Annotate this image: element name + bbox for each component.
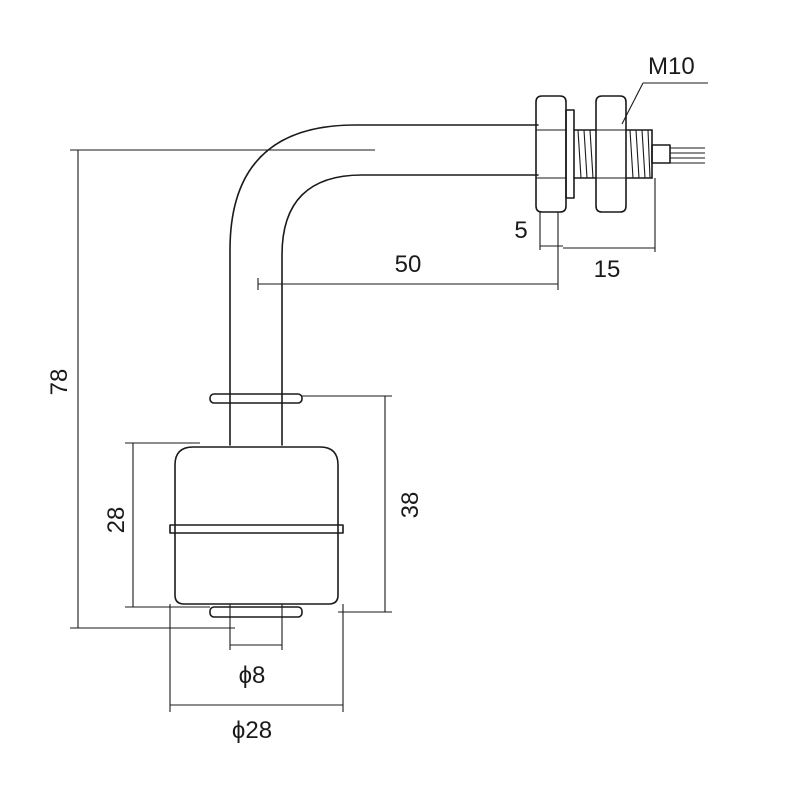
float-body [169, 446, 344, 605]
dim-float-diameter-label: ϕ28 [232, 717, 272, 744]
dim-stem-diameter-label: ϕ8 [239, 662, 266, 689]
bent-stem [229, 124, 539, 446]
dim-thread-length: 15 [563, 178, 656, 283]
dim-overall-height-label: 78 [46, 369, 73, 396]
lead-wires [651, 144, 705, 164]
hex-nut-left [535, 95, 567, 213]
dim-stem-diameter: ϕ8 [230, 644, 282, 689]
hex-nut-right [595, 95, 627, 213]
dim-float-height-label: 28 [103, 507, 130, 534]
dim-horizontal-reach: 50 [257, 212, 559, 290]
dim-float-stop-height: 38 [302, 395, 424, 613]
dim-nut-thickness: 5 [514, 212, 563, 250]
dim-thread-length-label: 15 [594, 256, 621, 283]
dim-nut-thickness-label: 5 [514, 217, 527, 244]
dim-float-diameter: ϕ28 [169, 604, 344, 744]
dim-thread-label: M10 [648, 53, 695, 80]
dim-horizontal-reach-label: 50 [395, 251, 422, 278]
upper-stop-collar [209, 393, 303, 404]
dim-overall-height: 78 [46, 149, 290, 629]
washer [565, 109, 575, 199]
dim-float-stop-height-label: 38 [397, 492, 424, 519]
threaded-shank [573, 129, 597, 179]
dim-thread-callout: M10 [621, 53, 708, 125]
thread-end [625, 129, 653, 179]
lower-stop-collar [209, 604, 303, 650]
dim-float-height: 28 [103, 442, 210, 608]
